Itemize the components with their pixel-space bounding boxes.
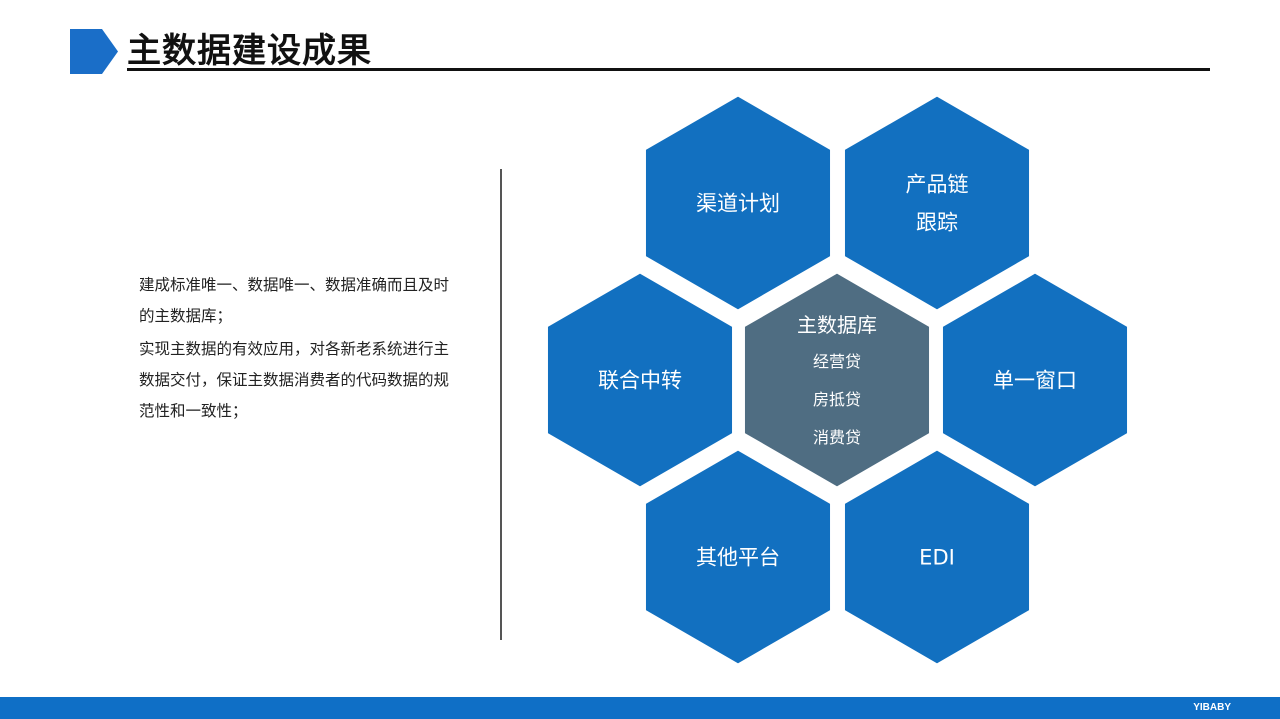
footer-brand: YIBABY: [1193, 702, 1231, 713]
hexagon-label: 经营贷: [813, 352, 861, 371]
hexagon-channel-plan: 渠道计划: [642, 93, 834, 313]
hexagon-label: 渠道计划: [696, 192, 780, 216]
hexagon-label: EDI: [919, 546, 955, 570]
hexagon-label: 房抵贷: [813, 390, 861, 409]
hexagon-shape: [841, 447, 1033, 667]
hexagon-shape: [939, 270, 1131, 490]
hexagon-label: 主数据库: [797, 313, 877, 337]
hexagon-label: 其他平台: [696, 546, 780, 570]
hexagon-label: 跟踪: [916, 211, 958, 235]
description-paragraph-2: 实现主数据的有效应用，对各新老系统进行主数据交付，保证主数据消费者的代码数据的规…: [139, 340, 450, 420]
hexagon-other-platforms: 其他平台: [642, 447, 834, 667]
title-marker-icon: [70, 29, 118, 74]
description-paragraph-1: 建成标准唯一、数据唯一、数据准确而且及时的主数据库；: [139, 276, 450, 325]
hexagon-label: 单一窗口: [993, 369, 1077, 393]
page-title: 主数据建设成果: [127, 31, 372, 71]
hexagon-shape: [544, 270, 736, 490]
hexagon-label: 产品链: [906, 173, 969, 197]
hexagon-shape: [642, 447, 834, 667]
hexagon-shape: [642, 93, 834, 313]
footer-bar: YIBABY: [0, 697, 1280, 719]
hexagon-shape: [741, 270, 933, 490]
hexagon-edi: EDI: [841, 447, 1033, 667]
description-text: 建成标准唯一、数据唯一、数据准确而且及时的主数据库； 实现主数据的有效应用，对各…: [139, 270, 459, 429]
hexagon-union-transfer: 联合中转: [544, 270, 736, 490]
hexagon-single-window: 单一窗口: [939, 270, 1131, 490]
vertical-divider: [500, 169, 502, 640]
title-divider: [127, 68, 1210, 71]
hexagon-label: 联合中转: [598, 369, 682, 393]
hexagon-label: 消费贷: [813, 428, 861, 447]
hexagon-shape: [841, 93, 1033, 313]
